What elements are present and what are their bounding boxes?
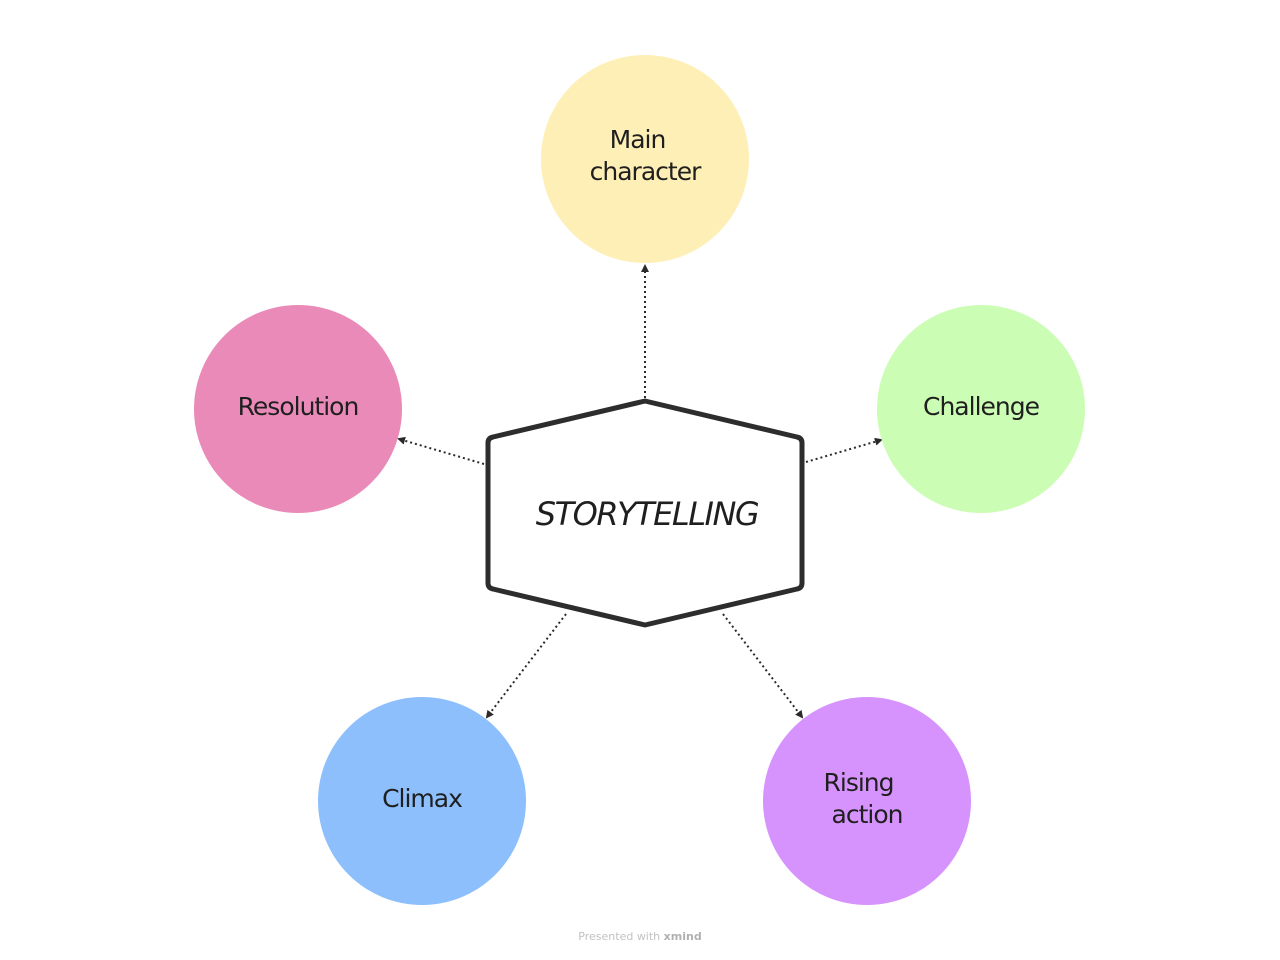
topic-label: Climax [382, 784, 462, 813]
central-topic-shape [485, 398, 805, 628]
topic-resolution[interactable]: Resolution [194, 305, 402, 513]
topic-label: Main character [590, 125, 702, 186]
central-topic-label: STORYTELLING [536, 495, 759, 533]
topic-circle [541, 55, 749, 263]
connector-challenge [805, 437, 883, 463]
connector-climax [485, 613, 567, 719]
central-topic[interactable]: STORYTELLING [485, 398, 805, 628]
footer-prefix: Presented with [578, 930, 661, 943]
topic-challenge[interactable]: Challenge [877, 305, 1085, 513]
topic-circle [877, 305, 1085, 513]
footer-brand: xmind [663, 930, 702, 943]
connector-resolution [397, 436, 485, 465]
topic-rising-action[interactable]: Rising action [763, 697, 971, 905]
topic-circle [763, 697, 971, 905]
topic-label: Resolution [238, 392, 359, 421]
topic-circle [194, 305, 402, 513]
topic-label: Rising action [824, 768, 903, 829]
topic-main-character[interactable]: Main character [541, 55, 749, 263]
topic-circle [318, 697, 526, 905]
topic-climax[interactable]: Climax [318, 697, 526, 905]
topic-label: Challenge [923, 392, 1040, 421]
presented-with-footer: Presented with xmind [0, 930, 1280, 943]
connector-rising-action [722, 613, 804, 719]
